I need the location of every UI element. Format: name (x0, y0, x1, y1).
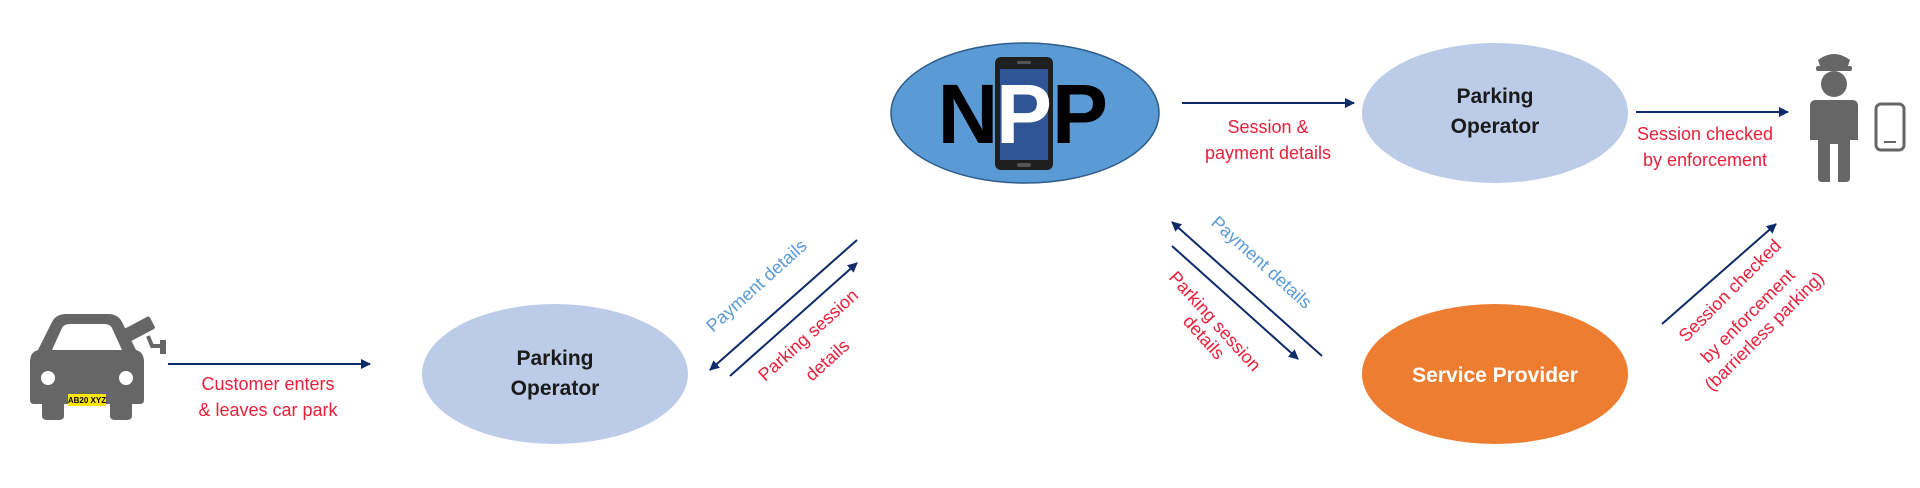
phone-icon (995, 57, 1053, 170)
arrow-payment-to-operator-left (709, 239, 858, 371)
npp-letter-p: P (1052, 67, 1108, 161)
camera-icon (123, 316, 166, 354)
arrow-session-to-service-provider (1171, 245, 1299, 360)
label-right-payment-details: Payment details (1207, 212, 1316, 313)
parking-operator-left: Parking Operator (422, 304, 688, 444)
license-plate (68, 394, 106, 406)
label-left-payment-details: Payment details (702, 235, 811, 336)
label-customer-enters: Customer enters (201, 374, 334, 394)
label-by-enforcement: by enforcement (1643, 150, 1767, 170)
operator-left-line1: Parking (516, 347, 593, 370)
operator-right-line2: Operator (1451, 115, 1540, 138)
service-provider-label: Service Provider (1412, 364, 1578, 387)
npp-node: N P P (890, 42, 1160, 184)
label-session-checked: Session checked (1637, 124, 1773, 144)
operator-right-line1: Parking (1456, 85, 1533, 108)
parking-operator-right: Parking Operator (1362, 43, 1628, 183)
npp-letter-p-white: P (996, 67, 1052, 161)
arrow-payment-to-npp-right (1171, 221, 1323, 357)
license-plate-text: AB20 XYZ (68, 396, 106, 405)
service-provider-node: Service Provider (1362, 304, 1628, 444)
arrow-service-to-enforcement (1661, 223, 1777, 325)
mobile-phone-icon (1874, 102, 1906, 152)
npp-letter-n: N (938, 67, 999, 161)
arrow-session-to-npp-left (729, 262, 858, 377)
label-leaves-car-park: & leaves car park (198, 400, 338, 420)
car-icon: AB20 XYZ (30, 314, 144, 420)
label-payment-details-top: payment details (1205, 143, 1331, 163)
label-session-and: Session & (1227, 117, 1308, 137)
enforcement-officer-icon (1810, 54, 1858, 182)
operator-left-line2: Operator (511, 377, 600, 400)
